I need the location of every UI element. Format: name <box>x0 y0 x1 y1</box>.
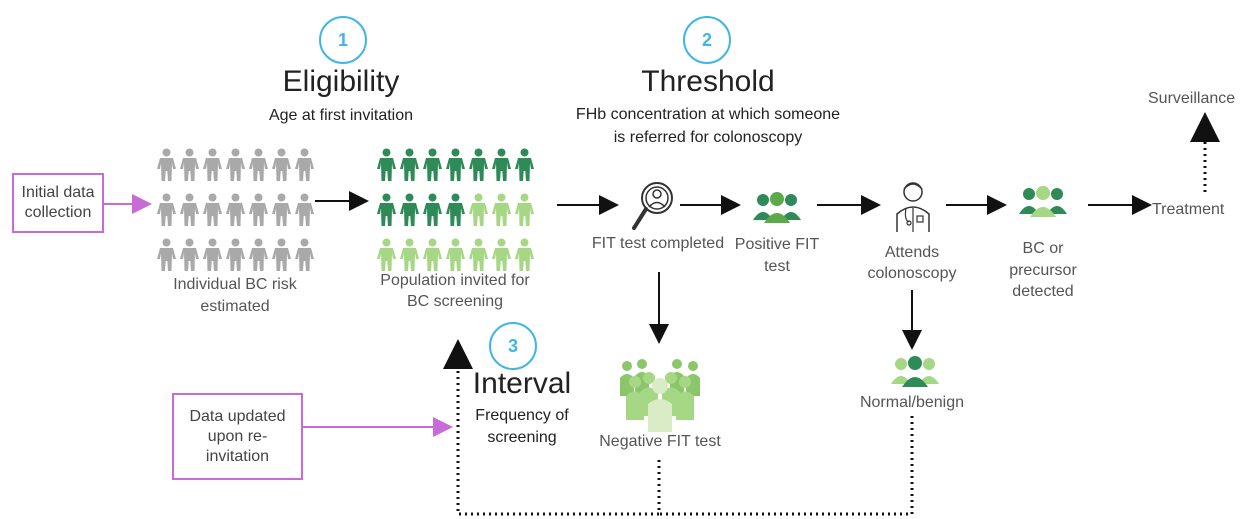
individual-risk-population-icons <box>155 148 316 277</box>
detected-label-1: BC or <box>1022 240 1064 257</box>
green-person-icon <box>421 148 444 187</box>
attends-label-2: colonoscopy <box>867 265 957 282</box>
magnifier-person-icon <box>632 182 673 230</box>
green-person-icon <box>490 148 513 187</box>
interval-subtitle-2: screening <box>487 429 557 446</box>
green-person-icon <box>513 238 536 277</box>
grey-person-icon <box>178 193 201 232</box>
grey-person-icon <box>293 148 316 187</box>
green-person-icon <box>513 193 536 232</box>
updated-line2: upon re- <box>207 427 268 445</box>
initial-data-box: Initial data collection <box>12 173 104 233</box>
green-person-icon <box>398 193 421 232</box>
interval-title: Interval <box>472 367 572 400</box>
grey-person-icon <box>270 148 293 187</box>
positive-label-2: test <box>764 258 790 275</box>
green-person-icon <box>444 238 467 277</box>
invited-label-1: Population invited for <box>380 272 530 289</box>
grey-person-icon <box>293 193 316 232</box>
grey-person-icon <box>178 238 201 277</box>
negative-label: Negative FIT test <box>599 433 721 450</box>
green-person-icon <box>398 148 421 187</box>
negative-crowd-icon <box>620 359 700 432</box>
step-3-badge: 3 <box>489 322 537 370</box>
threshold-subtitle-2: is referred for colonoscopy <box>613 129 803 146</box>
threshold-title: Threshold <box>641 65 775 98</box>
green-person-icon <box>490 238 513 277</box>
grey-person-icon <box>224 148 247 187</box>
data-updated-box: Data updated upon re-invitation <box>172 393 303 480</box>
normal-to-loop-dotted <box>659 416 914 516</box>
treatment-label: Treatment <box>1152 201 1225 218</box>
detected-label-3: detected <box>1012 283 1074 300</box>
grey-person-icon <box>224 193 247 232</box>
positive-label-1: Positive FIT <box>734 236 820 253</box>
green-person-icon <box>467 238 490 277</box>
green-person-icon <box>421 238 444 277</box>
grey-person-icon <box>201 193 224 232</box>
updated-line3: invitation <box>205 447 270 465</box>
green-person-icon <box>467 193 490 232</box>
grey-person-icon <box>293 238 316 277</box>
doctor-icon <box>896 182 930 232</box>
green-person-icon <box>375 193 398 232</box>
normal-group-icon <box>891 356 939 387</box>
grey-person-icon <box>270 238 293 277</box>
detected-group-icon <box>1019 186 1067 217</box>
grey-person-icon <box>155 238 178 277</box>
green-person-icon <box>444 148 467 187</box>
interval-subtitle-1: Frequency of <box>475 407 569 424</box>
grey-person-icon <box>201 148 224 187</box>
grey-person-icon <box>201 238 224 277</box>
grey-person-icon <box>155 148 178 187</box>
grey-person-icon <box>224 238 247 277</box>
initial-data-line1: Initial data <box>21 184 95 201</box>
green-person-icon <box>444 193 467 232</box>
fit-completed-label: FIT test completed <box>591 235 725 252</box>
grey-person-icon <box>247 238 270 277</box>
green-person-icon <box>513 148 536 187</box>
grey-person-icon <box>247 193 270 232</box>
grey-person-icon <box>247 148 270 187</box>
grey-person-icon <box>178 148 201 187</box>
grey-person-icon <box>270 193 293 232</box>
updated-line1: Data updated <box>189 407 286 425</box>
step-1-badge: 1 <box>319 16 367 64</box>
threshold-subtitle-1: FHb concentration at which someone <box>575 106 841 123</box>
risk-label-1: Individual BC risk <box>173 276 297 293</box>
eligibility-subtitle: Age at first invitation <box>268 107 414 124</box>
normal-label: Normal/benign <box>859 394 965 411</box>
invited-population-icons <box>375 148 536 277</box>
green-person-icon <box>375 238 398 277</box>
green-person-icon <box>398 238 421 277</box>
grey-person-icon <box>155 193 178 232</box>
positive-group-icon <box>753 192 801 223</box>
green-person-icon <box>467 148 490 187</box>
invited-label-2: BC screening <box>406 293 504 310</box>
risk-label-2: estimated <box>200 298 270 315</box>
green-person-icon <box>421 193 444 232</box>
attends-label-1: Attends <box>884 244 940 261</box>
eligibility-title: Eligibility <box>282 65 400 98</box>
initial-data-line2: collection <box>24 204 92 221</box>
step-2-badge: 2 <box>683 16 731 64</box>
surveillance-label: Surveillance <box>1148 90 1236 107</box>
green-person-icon <box>375 148 398 187</box>
detected-label-2: precursor <box>1009 262 1077 279</box>
green-person-icon <box>490 193 513 232</box>
